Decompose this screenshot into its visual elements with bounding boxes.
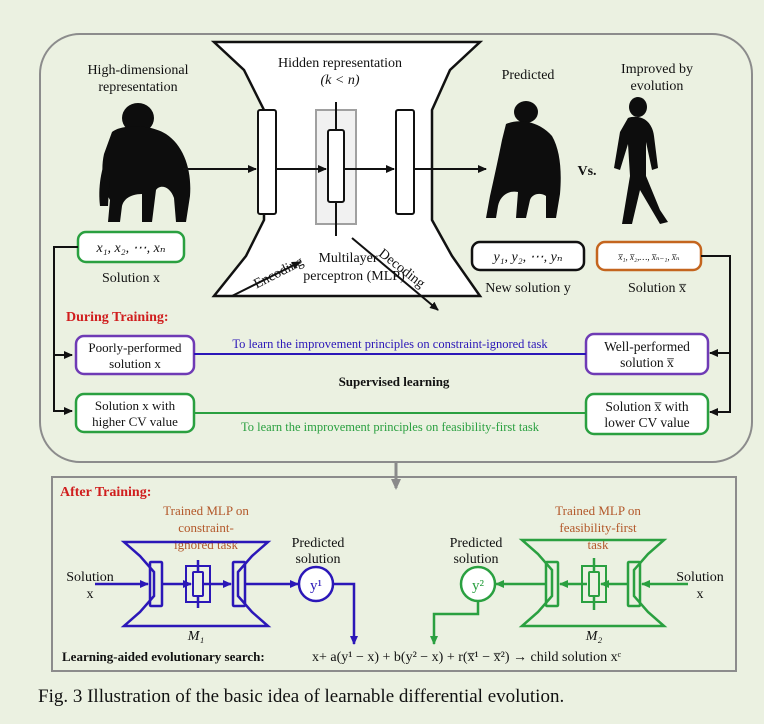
y1-label: y¹ [310, 578, 322, 594]
m2-predicted-line2: solution [453, 552, 498, 567]
high-dim-label-line2: representation [98, 80, 177, 95]
m2-solution-line2: x [697, 587, 704, 602]
m1-predicted-line1: Predicted [292, 536, 345, 551]
search-formula: x+ a(y¹ − x) + b(y² − x) + r(x̅¹ − x̅²) … [312, 650, 622, 665]
low-cv-line2: lower CV value [604, 415, 689, 430]
m2-label: M₂ [585, 629, 603, 644]
hidden-layer [327, 129, 345, 203]
after-training-title: After Training: [60, 485, 151, 500]
decoder-layer [395, 109, 415, 215]
mlp-label-line1: Multilayer [318, 251, 377, 266]
m1-label-line1: Trained MLP on [163, 503, 249, 518]
training-panel [39, 33, 753, 463]
m2-predicted-line1: Predicted [450, 536, 503, 551]
m1-label-line2: constraint- [178, 520, 234, 535]
poor-box-line2: solution x [109, 356, 161, 371]
human-icon [614, 97, 668, 224]
after-training-panel [51, 476, 737, 672]
search-label: Learning-aided evolutionary search: [62, 649, 265, 664]
predicted-ape-icon [486, 101, 561, 218]
mlp-label-line2: perceptron (MLP) [303, 269, 405, 284]
supervised-learning-label: Supervised learning [339, 374, 450, 389]
vs-label: Vs. [577, 164, 596, 179]
figure-caption: Fig. 3 Illustration of the basic idea of… [38, 686, 564, 707]
m2-solution-line1: Solution [676, 570, 723, 585]
improved-vector: x̅₁, x̅₂,…, x̅ₙ₋₁, x̅ₙ [617, 252, 680, 262]
high-cv-line2: higher CV value [92, 414, 178, 429]
high-cv-line1: Solution x with [95, 398, 176, 413]
green-caption: To learn the improvement principles on f… [241, 420, 540, 434]
new-solution-label: New solution y [485, 281, 571, 296]
improved-solution-label: Solution x̅ [628, 281, 687, 296]
high-dim-label-line1: High-dimensional [87, 63, 188, 78]
new-solution-y-box [470, 240, 586, 272]
new-solution-vector: y₁, y₂, ⋯, yₙ [491, 250, 562, 265]
m2-label-line1: Trained MLP on [555, 503, 641, 518]
blue-caption: To learn the improvement principles on c… [232, 337, 548, 351]
solution-x-label: Solution x [102, 271, 160, 286]
m1-label: M₁ [187, 629, 205, 644]
improved-label-line2: evolution [631, 79, 684, 94]
hidden-rep-label: Hidden representation [278, 56, 402, 71]
poor-box-line1: Poorly-performed [88, 340, 182, 355]
m1-solution-line2: x [87, 587, 94, 602]
solution-x-vector: x₁, x₂, ⋯, xₙ [95, 241, 165, 256]
m2-label-line2: feasibility-first [559, 520, 637, 535]
m1-label-line3: ignored task [174, 537, 238, 552]
low-cv-line1: Solution x̅ with [605, 399, 689, 414]
predicted-label: Predicted [502, 68, 555, 83]
m1-solution-line1: Solution [66, 570, 113, 585]
improved-label-line1: Improved by [621, 62, 693, 77]
well-box-line1: Well-performed [604, 339, 690, 354]
during-training-title: During Training: [66, 310, 169, 325]
well-box-line2: solution x̅ [620, 355, 674, 370]
ape-icon [99, 103, 191, 222]
hidden-rep-condition: (k < n) [321, 73, 360, 88]
y2-label: y² [472, 578, 485, 594]
encoder-layer [257, 109, 277, 215]
m1-predicted-line2: solution [295, 552, 340, 567]
